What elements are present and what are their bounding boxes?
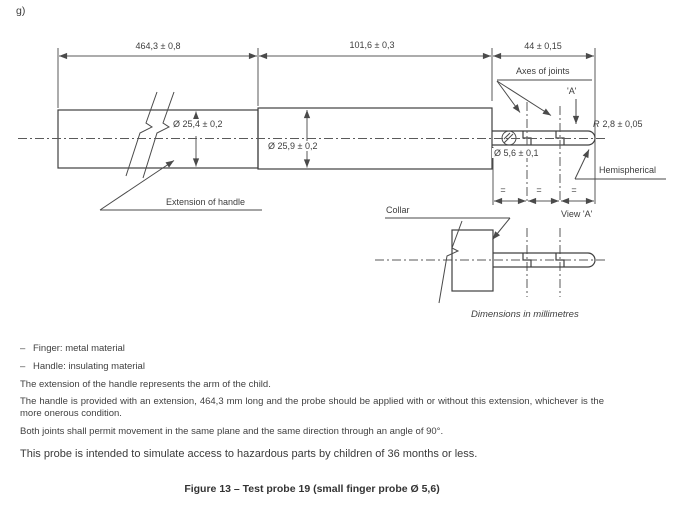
- note-text: Handle: insulating material: [33, 361, 145, 372]
- dim-finger-length: 44 ± 0,15: [524, 41, 562, 51]
- dim-finger-diameter: Ø 5,6 ± 0,1: [492, 148, 541, 158]
- note-handle-material: – Handle: insulating material: [20, 361, 604, 373]
- collar-break-line: [438, 220, 463, 304]
- center-axes: [18, 102, 608, 297]
- dim-probe-length: 101,6 ± 0,3: [349, 40, 395, 50]
- leader-lines: [99, 79, 666, 240]
- note-text: Finger: metal material: [33, 343, 125, 354]
- hemispherical-label: Hemispherical: [599, 165, 657, 175]
- extension-of-handle-label: Extension of handle: [166, 197, 246, 207]
- view-marker-label: 'A': [567, 86, 577, 96]
- figure-caption: Figure 13 – Test probe 19 (small finger …: [184, 483, 440, 495]
- equal-mark-1: =: [500, 185, 506, 195]
- radius-symbol: R: [593, 119, 600, 129]
- view-a-label: View 'A': [561, 209, 593, 219]
- note-handle-extension: The handle is provided with an extension…: [20, 396, 604, 419]
- note-finger-material: – Finger: metal material: [20, 343, 604, 355]
- bullet-dash: –: [20, 343, 26, 354]
- view-a-outline: [451, 229, 596, 292]
- dim-handle-diameter: Ø 25,4 ± 0,2: [171, 119, 225, 129]
- note-joints-movement: Both joints shall permit movement in the…: [20, 426, 444, 437]
- handle-break-lines: [125, 91, 175, 179]
- note-extension-arm: The extension of the handle represents t…: [20, 379, 271, 390]
- dim-probe-diameter: Ø 25,9 ± 0,2: [266, 141, 320, 151]
- dim-handle-length: 464,3 ± 0,8: [135, 41, 181, 51]
- units-note: Dimensions in millimetres: [471, 309, 579, 320]
- collar-label: Collar: [386, 205, 410, 215]
- radius-value: 2,8 ± 0,05: [602, 119, 643, 129]
- axes-of-joints-label: Axes of joints: [516, 66, 570, 76]
- equal-mark-3: =: [571, 185, 577, 195]
- item-letter: g): [16, 5, 26, 17]
- probe-purpose-statement: This probe is intended to simulate acces…: [20, 448, 478, 460]
- dimension-lines: [57, 48, 596, 205]
- equal-mark-2: =: [536, 185, 542, 195]
- bullet-dash: –: [20, 361, 26, 372]
